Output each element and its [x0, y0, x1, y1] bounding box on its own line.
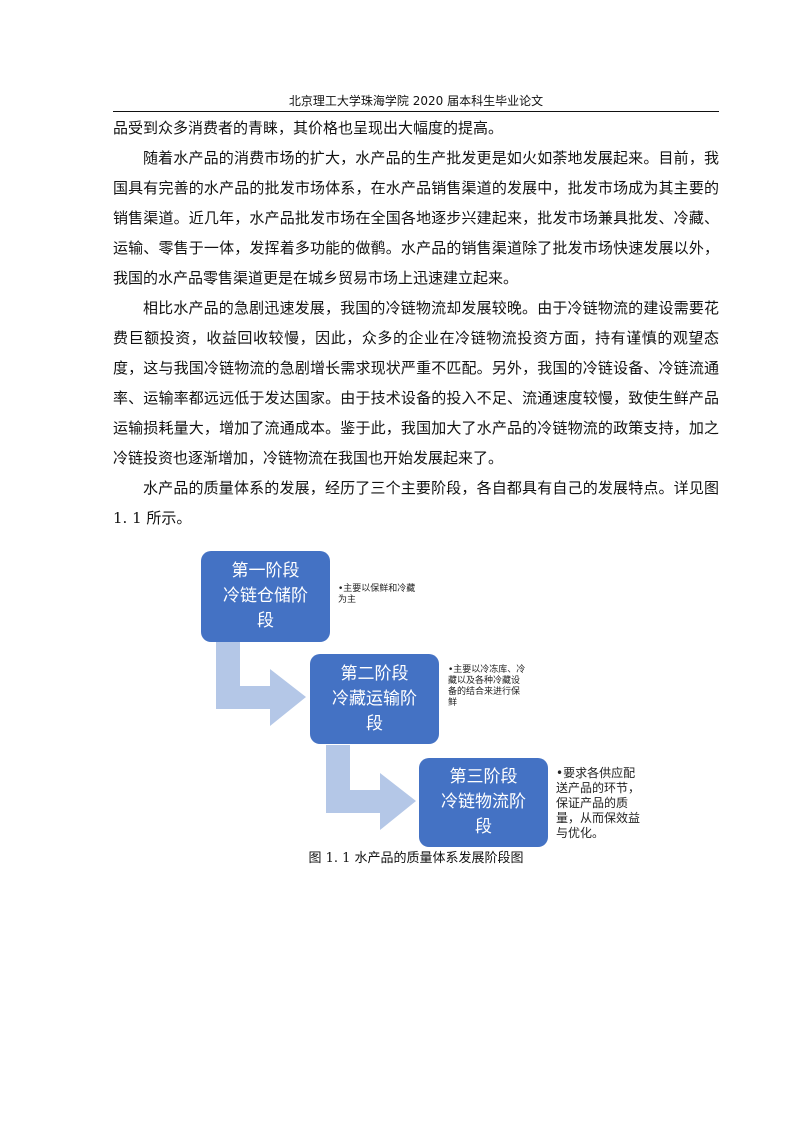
stage-1-box: 第一阶段 冷链仓储阶 段: [201, 551, 330, 642]
stage-2-line3: 段: [366, 713, 383, 734]
paragraph-3: 相比水产品的急剧迅速发展，我国的冷链物流却发展较晚。由于冷链物流的建设需要花费巨…: [113, 299, 719, 467]
stage-3-title: 第三阶段: [449, 767, 518, 787]
header-rule: [113, 111, 719, 112]
stage-2-title: 第二阶段: [340, 663, 409, 684]
bent-arrow-2: [326, 745, 416, 830]
stage-3-line2: 冷链物流阶: [441, 792, 526, 812]
body-text: 品受到众多消费者的青睐，其价格也呈现出大幅度的提高。 随着水产品的消费市场的扩大…: [113, 113, 719, 533]
stage-2-box: 第二阶段 冷藏运输阶 段: [310, 654, 439, 744]
bent-arrow-1: [216, 641, 306, 726]
stage-1-line3: 段: [257, 611, 274, 631]
stage-1-note: •主要以保鲜和冷藏为主: [334, 582, 420, 610]
paragraph-1: 品受到众多消费者的青睐，其价格也呈现出大幅度的提高。: [113, 119, 504, 137]
paragraph-2: 随着水产品的消费市场的扩大，水产品的生产批发更是如火如荼地发展起来。目前，我国具…: [113, 149, 719, 287]
stage-3-note: •要求各供应配送产品的环节，保证产品的质量，从而保效益与优化。: [552, 764, 648, 842]
stage-3-box: 第三阶段 冷链物流阶 段: [419, 758, 548, 847]
stage-1-title: 第一阶段: [231, 561, 300, 581]
stage-1-line2: 冷链仓储阶: [223, 586, 308, 606]
figure-caption: 图 1. 1 水产品的质量体系发展阶段图: [308, 851, 524, 866]
stage-3-line3: 段: [475, 817, 492, 837]
paragraph-4: 水产品的质量体系的发展，经历了三个主要阶段，各自都具有自己的发展特点。详见图 1…: [113, 479, 719, 527]
stage-2-line2: 冷藏运输阶: [332, 688, 417, 709]
running-header: 北京理工大学珠海学院 2020 届本科生毕业论文: [288, 94, 544, 108]
stage-2-note: •主要以冷冻库、冷藏以及各种冷藏设备的结合来进行保鲜: [444, 663, 531, 725]
